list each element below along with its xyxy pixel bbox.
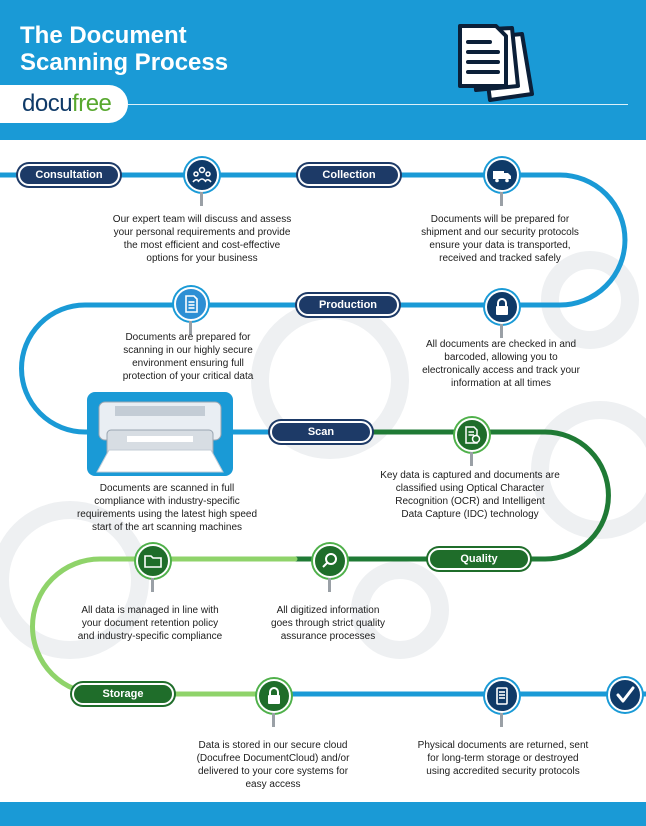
lock-icon (257, 679, 291, 713)
page-title: The Document Scanning Process (20, 22, 280, 76)
logo-docu-text: docu (22, 90, 73, 117)
desc-line: Data Capture (IDC) technology (401, 509, 539, 520)
docufree-logo: docufree (22, 89, 112, 119)
desc-line: Data is stored in our secure cloud (198, 740, 348, 751)
desc-line: the most efficient and cost-effective (123, 240, 281, 251)
desc-folder: All data is managed in line with your do… (60, 604, 240, 643)
checkmark-icon (608, 678, 642, 712)
desc-line: protection of your critical data (122, 371, 254, 382)
desc-line: Documents are scanned in full (99, 483, 235, 494)
document-icon (174, 287, 208, 321)
desc-line: information at all times (450, 378, 552, 389)
desc-scan: Documents are scanned in full compliance… (72, 482, 262, 534)
title-line-2: Scanning Process (20, 49, 229, 76)
desc-line: ensure your data is transported, (429, 240, 571, 251)
magnifier-icon (313, 544, 347, 578)
pill-storage: Storage (72, 683, 174, 705)
stem-production (500, 324, 503, 338)
desc-line: received and tracked safely (439, 253, 561, 264)
desc-line: delivered to your core systems for (197, 766, 349, 777)
pill-scan: Scan (270, 421, 372, 443)
ocr-document-icon (455, 418, 489, 452)
desc-quality: All digitized information goes through s… (250, 604, 406, 643)
desc-line: electronically access and track your (422, 365, 580, 376)
team-meeting-icon (185, 158, 219, 192)
logo-free-text: free (72, 90, 112, 117)
printer-icon (87, 392, 233, 476)
desc-line: requirements using the latest high speed (76, 509, 258, 520)
footer-bar (0, 802, 646, 826)
truck-icon (485, 158, 519, 192)
stem-ocr (470, 452, 473, 466)
desc-line: Recognition (OCR) and Intelligent (395, 496, 545, 507)
desc-line: All data is managed in line with (81, 605, 219, 616)
desc-line: using accredited security protocols (426, 766, 580, 777)
desc-line: for long-term storage or destroyed (427, 753, 579, 764)
desc-line: goes through strict quality (271, 618, 385, 629)
desc-line: your personal requirements and provide (113, 227, 291, 238)
stem-consultation (200, 192, 203, 206)
desc-line: Key data is captured and documents are (380, 470, 560, 481)
desc-line: All digitized information (276, 605, 380, 616)
desc-storage: Data is stored in our secure cloud (Docu… (180, 739, 366, 791)
documents-stack-icon (458, 24, 534, 102)
pill-collection: Collection (298, 164, 400, 186)
header-divider (128, 104, 628, 105)
folder-icon (136, 544, 170, 578)
desc-line: assurance processes (280, 631, 376, 642)
desc-ocr: Key data is captured and documents are c… (362, 469, 578, 521)
stem-collection (500, 192, 503, 206)
desc-line: Our expert team will discuss and assess (112, 214, 292, 225)
header-banner: The Document Scanning Process docufree (0, 0, 646, 140)
desc-line: options for your business (146, 253, 258, 264)
pill-consultation: Consultation (18, 164, 120, 186)
stem-storage (272, 713, 275, 727)
desc-returned: Physical documents are returned, sent fo… (398, 739, 608, 778)
desc-line: start of the art scanning machines (91, 522, 243, 533)
desc-line: your document retention policy (81, 618, 219, 629)
desc-production: All documents are checked in and barcode… (406, 338, 596, 390)
lock-icon (485, 290, 519, 324)
desc-collection: Documents will be prepared for shipment … (400, 213, 600, 265)
desc-line: (Docufree DocumentCloud) and/or (196, 753, 350, 764)
stem-returned (500, 713, 503, 727)
desc-line: and industry-specific compliance (77, 631, 223, 642)
logo-badge: docufree (0, 85, 128, 123)
desc-line: classified using Optical Character (395, 483, 545, 494)
desc-line: scanning in our highly secure (123, 345, 253, 356)
desc-consultation: Our expert team will discuss and assess … (96, 213, 308, 265)
pill-quality: Quality (428, 548, 530, 570)
pill-production: Production (297, 294, 399, 316)
desc-line: Documents will be prepared for (430, 214, 570, 225)
stem-quality (328, 578, 331, 592)
desc-line: barcoded, allowing you to (444, 352, 558, 363)
desc-line: shipment and our security protocols (421, 227, 579, 238)
desc-line: compliance with industry-specific (94, 496, 240, 507)
desc-line: environment ensuring full (132, 358, 244, 369)
desc-line: Physical documents are returned, sent (417, 740, 589, 751)
desc-prepare: Documents are prepared for scanning in o… (100, 331, 276, 383)
server-icon (485, 679, 519, 713)
stem-folder (151, 578, 154, 592)
desc-line: easy access (245, 779, 301, 790)
desc-line: All documents are checked in and (425, 339, 577, 350)
desc-line: Documents are prepared for (125, 332, 251, 343)
title-line-1: The Document (20, 22, 187, 49)
stem-prepare (189, 321, 192, 335)
